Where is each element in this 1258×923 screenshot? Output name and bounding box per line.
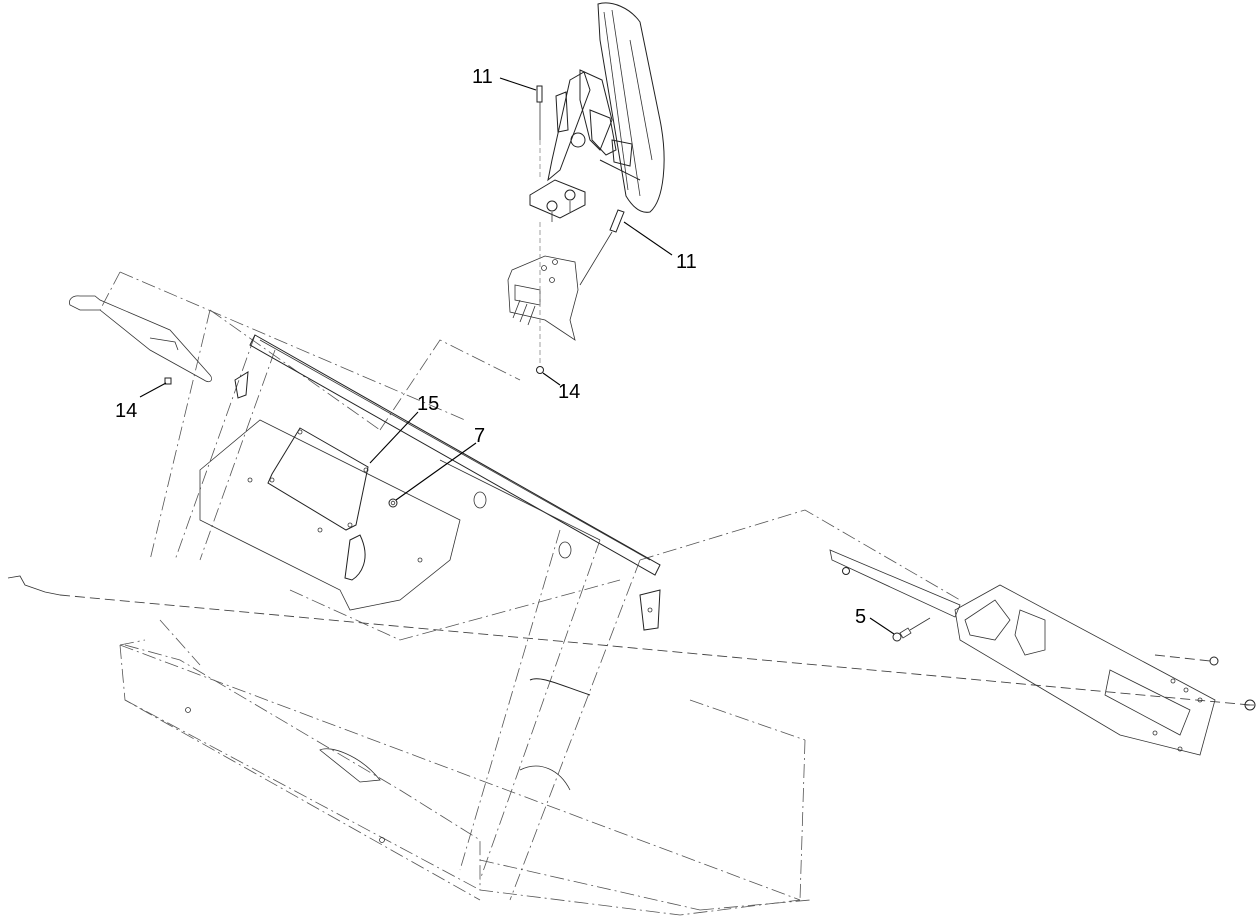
deck-base <box>124 644 801 916</box>
control-console-assembly <box>529 2 665 222</box>
frame-phantom <box>99 271 961 911</box>
bolt-right-upper <box>1154 654 1219 666</box>
callout-7: 7 <box>474 425 486 447</box>
bolt-part-5 <box>892 617 931 642</box>
plate-part-15 <box>267 427 369 531</box>
leader-lines <box>139 77 895 635</box>
callout-15: 15 <box>417 393 440 415</box>
bolt-part-11-upper <box>536 85 543 180</box>
callout-11-lower: 11 <box>676 251 697 273</box>
frame-cross-member <box>234 334 661 631</box>
left-pin <box>7 575 1251 706</box>
callout-14-right: 14 <box>558 381 581 403</box>
right-bracket <box>829 549 1216 756</box>
nut-part-14-right <box>536 366 544 374</box>
bolt-part-11-lower <box>579 209 625 286</box>
callout-5: 5 <box>855 606 867 628</box>
nut-part-7 <box>388 498 398 508</box>
callout-14-left: 14 <box>115 400 138 422</box>
control-box <box>199 419 461 611</box>
callout-11-upper: 11 <box>472 66 493 88</box>
mounting-bracket <box>507 222 579 365</box>
left-lever <box>69 295 212 385</box>
nut-right-end <box>1244 699 1256 711</box>
